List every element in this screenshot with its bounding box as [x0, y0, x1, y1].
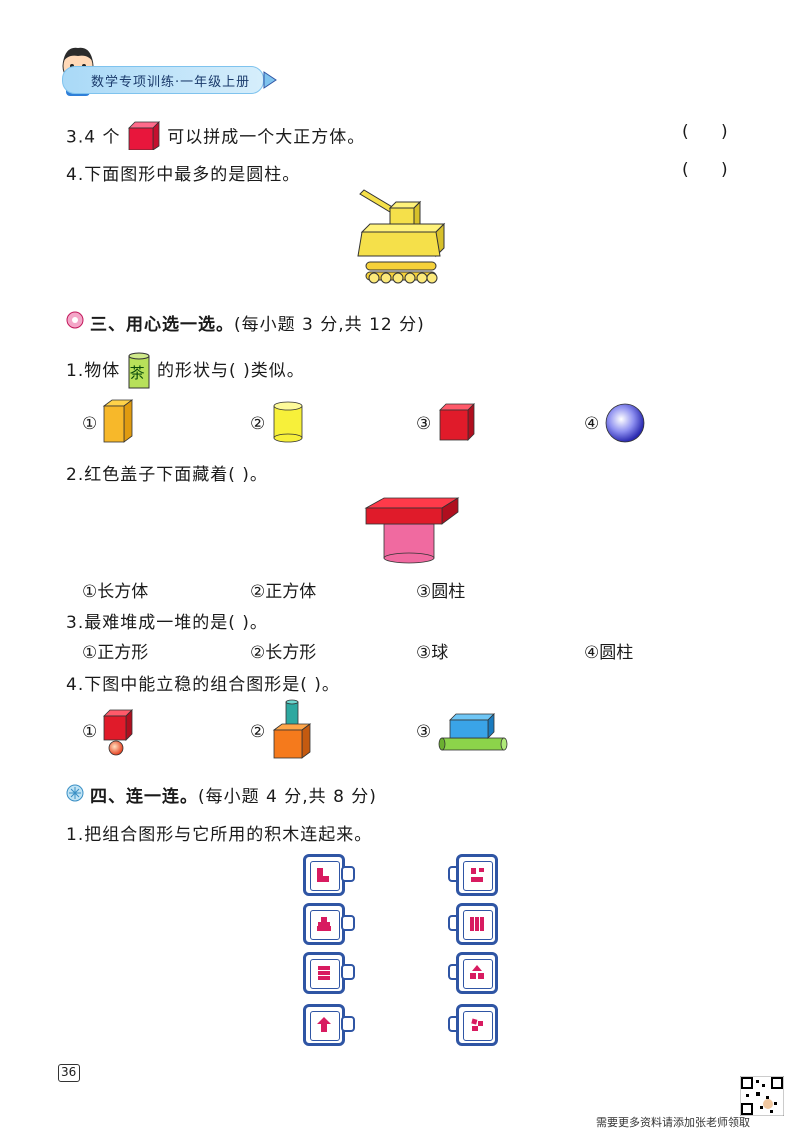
red-lid-figure — [362, 494, 462, 571]
yellow-cylinder-icon — [270, 400, 306, 449]
tea-can-icon: 茶 — [127, 352, 151, 390]
header-banner: 数学专项训练·一年级上册 — [62, 66, 264, 94]
page-number-box: 36 — [58, 1064, 80, 1082]
s3-q2-option-2[interactable]: ②正方体 — [250, 582, 317, 602]
tea-label: 茶 — [129, 364, 146, 382]
s3-q1: 1.物体 茶 的形状与( )类似。 — [66, 352, 305, 390]
s3-q1-option-1[interactable]: ① — [82, 414, 98, 434]
s4-q1: 1.把组合图形与它所用的积木连起来。 — [66, 825, 373, 845]
s3-q3-option-2[interactable]: ②长方形 — [250, 643, 317, 663]
section4-heading: 四、连一连。(每小题 4 分,共 8 分) — [90, 782, 377, 807]
s3-q1-option-3[interactable]: ③ — [416, 414, 432, 434]
section3-title: 三、用心选一选。 — [90, 315, 234, 335]
s3-q1-prefix: 1.物体 — [66, 361, 121, 381]
section4-score: (每小题 4 分,共 8 分) — [198, 787, 377, 807]
match-left-card-2[interactable] — [303, 903, 345, 945]
s3-q1-suffix: 的形状与( )类似。 — [157, 361, 305, 381]
snowflake-icon — [66, 784, 84, 807]
s3-q2-option-3[interactable]: ③圆柱 — [416, 582, 466, 602]
judge-q4-answer[interactable]: ( ) — [682, 160, 728, 180]
orange-cuboid-icon — [100, 398, 136, 449]
match-left-tab-1 — [341, 866, 355, 882]
s3-q1-option-4[interactable]: ④ — [584, 414, 600, 434]
match-left-card-4[interactable] — [303, 1004, 345, 1046]
s3-q1-option-2[interactable]: ② — [250, 414, 266, 434]
red-cube-icon — [127, 120, 161, 155]
cuboid-on-cylinder-figure — [438, 710, 510, 759]
s3-q2: 2.红色盖子下面藏着( )。 — [66, 465, 268, 485]
s3-q3-option-3[interactable]: ③球 — [416, 643, 449, 663]
s3-q2-option-1[interactable]: ①长方体 — [82, 582, 149, 602]
banner-text: 数学专项训练·一年级上册 — [91, 75, 251, 90]
red-cube-icon — [436, 402, 476, 447]
match-left-tab-3 — [341, 964, 355, 980]
qr-code-icon — [739, 1075, 785, 1121]
judge-q3-prefix: 3.4 个 — [66, 127, 121, 148]
flower-icon — [66, 311, 84, 334]
cylinder-on-cube-figure — [270, 698, 314, 765]
match-left-tab-2 — [341, 915, 355, 931]
s3-q3: 3.最难堆成一堆的是( )。 — [66, 613, 268, 633]
section3-score: (每小题 3 分,共 12 分) — [234, 315, 425, 335]
judge-q3: 3.4 个 可以拼成一个大正方体。 — [66, 120, 365, 155]
banner-arrow-icon — [262, 70, 278, 95]
judge-q3-suffix: 可以拼成一个大正方体。 — [167, 127, 366, 148]
judge-q3-answer[interactable]: ( ) — [682, 122, 728, 142]
s3-q4-option-3[interactable]: ③ — [416, 722, 432, 742]
match-right-card-3[interactable] — [456, 952, 498, 994]
cube-on-ball-figure — [100, 708, 136, 761]
s3-q3-option-4[interactable]: ④圆柱 — [584, 643, 634, 663]
match-left-card-1[interactable] — [303, 854, 345, 896]
s3-q4-option-1[interactable]: ① — [82, 722, 98, 742]
page-number: 36 — [61, 1065, 77, 1079]
match-right-card-1[interactable] — [456, 854, 498, 896]
match-right-card-2[interactable] — [456, 903, 498, 945]
match-left-tab-4 — [341, 1016, 355, 1032]
blue-sphere-icon — [604, 402, 646, 449]
s3-q3-option-1[interactable]: ①正方形 — [82, 643, 149, 663]
match-left-card-3[interactable] — [303, 952, 345, 994]
s3-q4: 4.下图中能立稳的组合图形是( )。 — [66, 675, 340, 695]
s3-q4-option-2[interactable]: ② — [250, 722, 266, 742]
section4-title: 四、连一连。 — [90, 787, 198, 807]
judge-q4: 4.下面图形中最多的是圆柱。 — [66, 165, 301, 185]
footer-note: 需要更多资料请添加张老师领取 — [596, 1116, 750, 1129]
tank-figure — [352, 186, 452, 295]
match-right-card-4[interactable] — [456, 1004, 498, 1046]
section3-heading: 三、用心选一选。(每小题 3 分,共 12 分) — [90, 310, 425, 335]
